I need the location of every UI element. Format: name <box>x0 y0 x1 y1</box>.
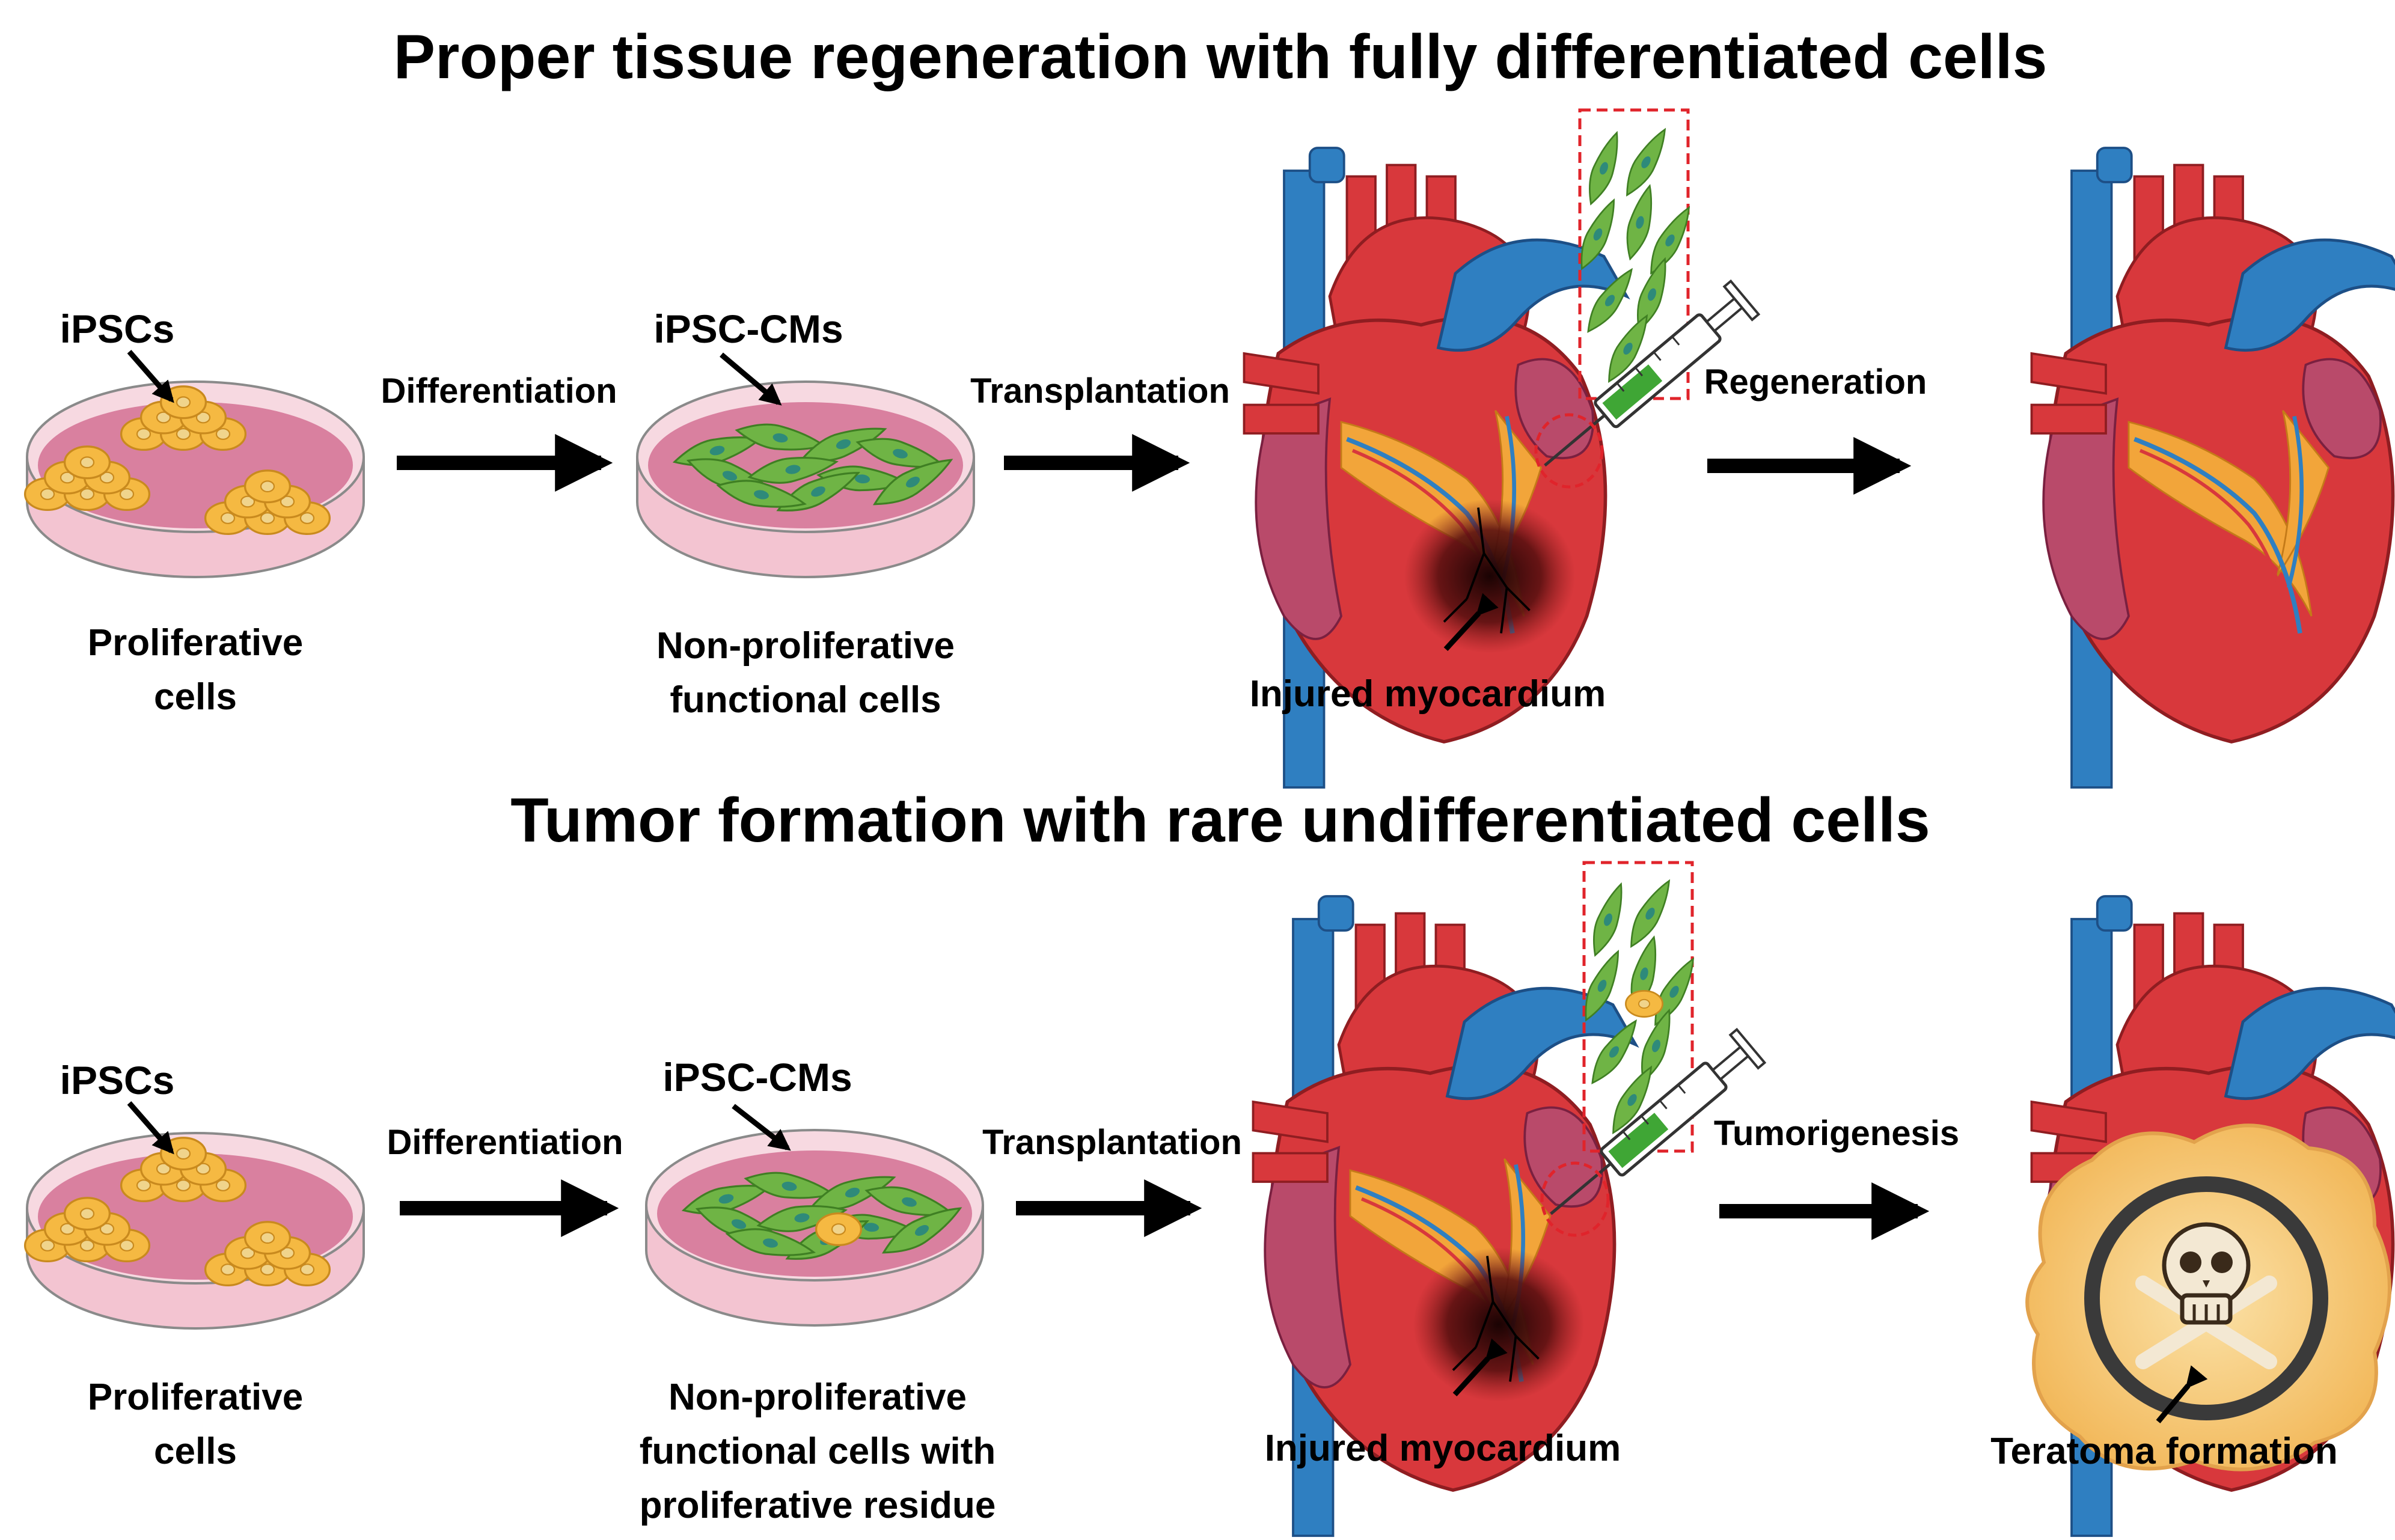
dish1-caption-line1: Proliferative <box>88 622 303 664</box>
dish2-label: iPSC-CMs <box>662 1055 852 1099</box>
step-tumorigenesis: Tumorigenesis <box>1714 1114 1959 1153</box>
step-differentiation: Differentiation <box>381 371 617 411</box>
step-transplantation: Transplantation <box>982 1123 1242 1162</box>
dish1-label: iPSCs <box>60 1058 175 1102</box>
step-transplantation: Transplantation <box>970 371 1230 411</box>
highlight-circle <box>1534 413 1604 489</box>
row-regeneration: Proper tissue regeneration with fully di… <box>25 22 2395 787</box>
pointer-arrow <box>732 1104 791 1151</box>
petri-dish-icon <box>645 1129 984 1327</box>
dish1-caption-line1: Proliferative <box>88 1377 303 1418</box>
outcome-caption: Teratoma formation <box>1990 1431 2338 1472</box>
row-tumor: Tumor formation with rare undifferentiat… <box>25 786 2395 1536</box>
pointer-arrow <box>127 350 174 403</box>
dish1-caption-line2: cells <box>154 1431 237 1472</box>
dish2-caption-line1: Non-proliferative <box>668 1377 967 1418</box>
dish2-caption-line1: Non-proliferative <box>656 625 955 667</box>
dish2-caption-line2: functional cells <box>670 679 941 721</box>
inset-box <box>1582 861 1694 1153</box>
pointer-arrow <box>1452 1338 1508 1397</box>
petri-dish-icon <box>25 1132 365 1330</box>
highlight-circle <box>1540 1161 1610 1237</box>
step-differentiation: Differentiation <box>387 1123 623 1162</box>
row2-title: Tumor formation with rare undifferentiat… <box>510 786 1930 855</box>
step-regeneration: Regeneration <box>1704 362 1927 402</box>
pointer-arrow <box>2156 1365 2208 1423</box>
heart-caption: Injured myocardium <box>1250 673 1606 715</box>
heart-caption: Injured myocardium <box>1265 1428 1621 1469</box>
dish1-caption-line2: cells <box>154 676 237 718</box>
petri-dish-icon <box>25 380 365 578</box>
dish2-caption-line3: proliferative residue <box>640 1485 996 1526</box>
dish2-caption-line2: functional cells with <box>640 1431 996 1472</box>
inset-box <box>1578 108 1690 400</box>
pointer-arrow <box>127 1101 174 1155</box>
heart-icon <box>2032 148 2395 787</box>
pointer-arrow <box>720 352 782 406</box>
teratoma-icon <box>2025 1123 2391 1471</box>
dish1-label: iPSCs <box>60 307 175 351</box>
dish2-label: iPSC-CMs <box>653 307 843 351</box>
skull-crossbones-icon <box>2135 1222 2277 1369</box>
row1-title: Proper tissue regeneration with fully di… <box>394 22 2048 92</box>
pointer-arrow <box>1443 593 1499 652</box>
petri-dish-icon <box>636 380 975 578</box>
